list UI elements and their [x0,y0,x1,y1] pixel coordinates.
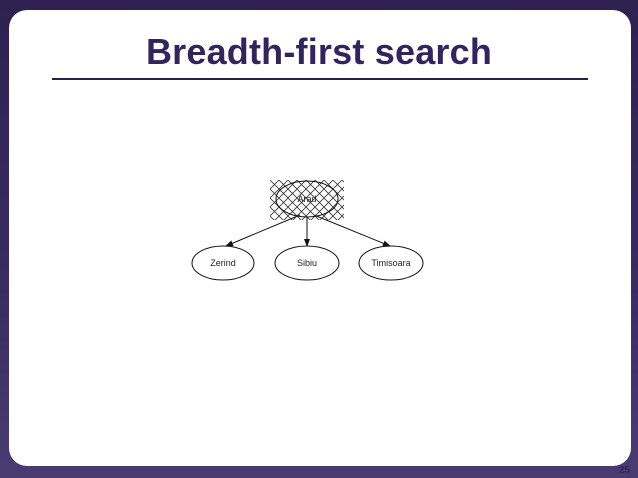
node-ellipse-sibiu [274,245,340,281]
node-label-timisoara: Timisoara [371,258,410,268]
node-ellipse-timisoara [358,245,424,281]
expanded-hatch-marker [270,180,344,220]
tree-node-zerind: Zerind [191,245,255,281]
page-number: 25 [618,465,630,476]
edge-arad-zerind [225,214,301,247]
tree-edges [225,214,391,247]
tree-node-root: Arad [270,180,344,220]
title-underline [52,78,588,80]
node-label-root: Arad [297,194,316,204]
tree-node-timisoara: Timisoara [358,245,424,281]
node-ellipse-zerind [191,245,255,281]
node-label-zerind: Zerind [210,258,236,268]
node-ellipse-root [275,180,339,218]
slide-title: Breadth-first search [145,31,493,72]
node-label-sibiu: Sibiu [297,258,317,268]
edge-arad-timisoara [313,214,391,247]
slide-background [9,10,631,466]
tree-node-sibiu: Sibiu [274,245,340,281]
